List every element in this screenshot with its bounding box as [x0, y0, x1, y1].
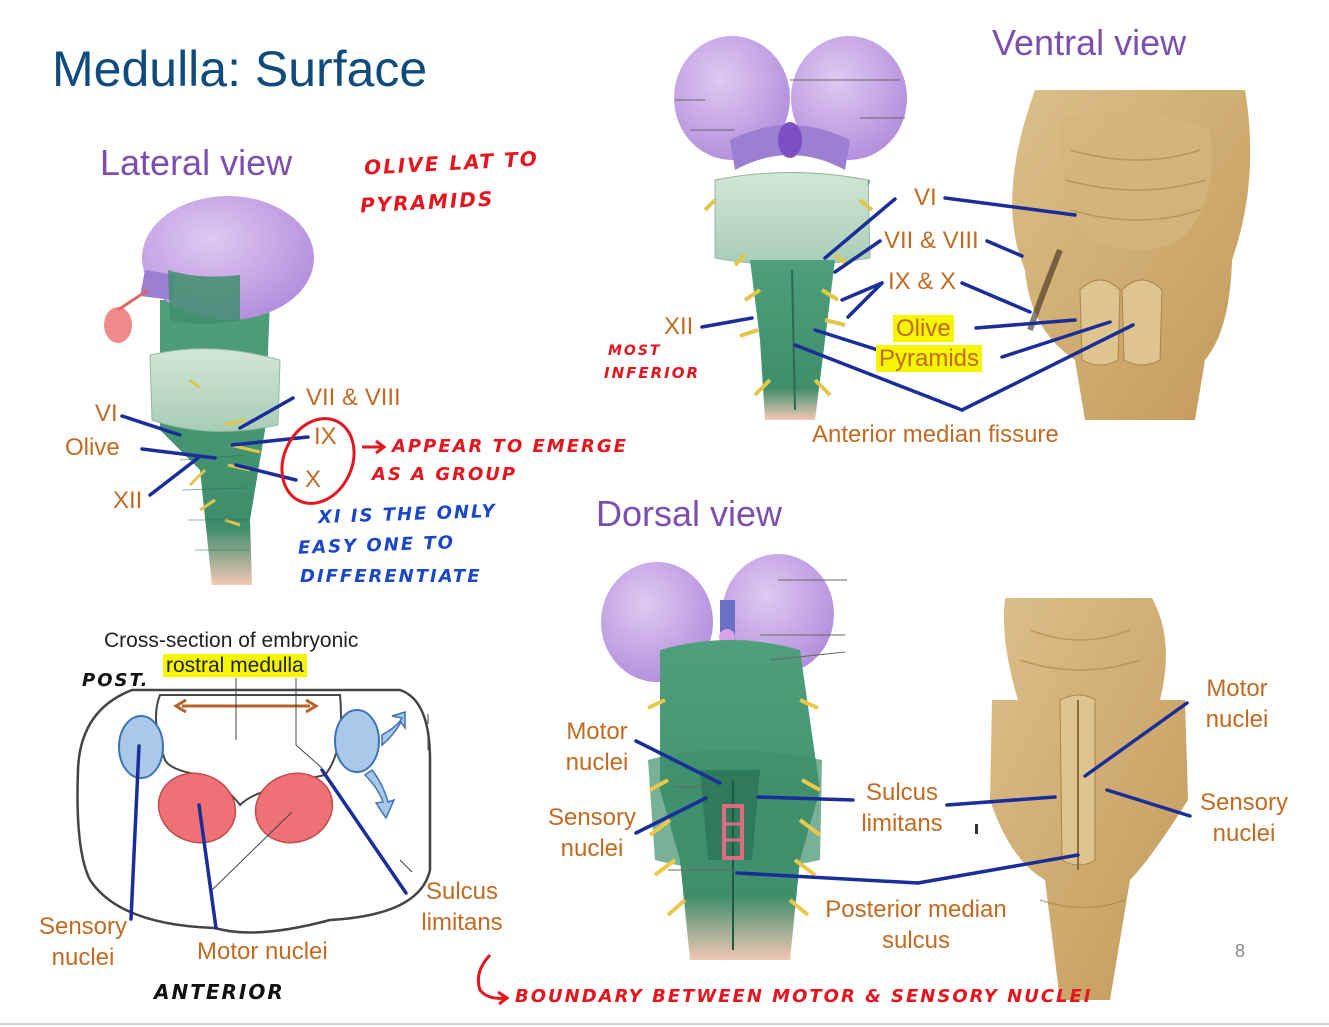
cross-label-sulcus: Sulcus limitans	[410, 876, 514, 938]
dorsal-label-motor-left: Motor nuclei	[552, 716, 642, 778]
note-group-line-2: AS A GROUP	[372, 464, 518, 485]
ventral-label-pyramids: Pyramids	[876, 345, 983, 372]
dorsal-label-sulcus: Sulcus limitans	[850, 777, 954, 839]
ventral-brainstem-illustration	[674, 36, 907, 420]
dorsal-specimen-photo	[990, 598, 1188, 1000]
dorsal-motor-left-line-1: Motor	[566, 718, 628, 745]
note-most: MOST	[608, 343, 662, 359]
note-olive-line-2: PYRAMIDS	[359, 186, 495, 218]
olive-highlight: Olive	[893, 315, 954, 342]
slide-title: Medulla: Surface	[52, 41, 428, 97]
lateral-label-xii: XII	[113, 487, 143, 514]
dorsal-sensory-left-line-1: Sensory	[547, 804, 637, 831]
cross-sulcus-line-2: limitans	[421, 909, 503, 936]
lateral-label-olive: Olive	[65, 434, 120, 461]
dorsal-sulcus-line-2: limitans	[861, 810, 943, 837]
cross-sensory-line-1: Sensory	[38, 913, 128, 940]
lateral-pointer-lines	[120, 396, 310, 497]
ventral-label-fissure: Anterior median fissure	[812, 421, 1059, 448]
group-circle-annotation	[280, 417, 356, 505]
lateral-label-vii-viii: VII & VIII	[306, 384, 401, 411]
cross-section-caption-1: Cross-section of embryonic	[104, 629, 359, 652]
cross-label-motor: Motor nuclei	[197, 938, 328, 965]
note-inferior: INFERIOR	[604, 364, 701, 382]
page-number: 8	[1235, 941, 1246, 961]
ventral-label-vii-viii: VII & VIII	[884, 227, 979, 254]
cross-section-illustration	[76, 678, 432, 934]
dorsal-motor-right-line-2: nuclei	[1205, 706, 1269, 733]
ventral-label-vi: VI	[914, 184, 937, 211]
ventral-label-olive: Olive	[893, 315, 954, 342]
pyramids-highlight: Pyramids	[876, 345, 983, 372]
caption-highlight: rostral medulla	[163, 654, 307, 677]
lateral-label-vi: VI	[95, 400, 118, 427]
group-arrow-annotation	[362, 439, 387, 455]
dorsal-sulcus-line-1: Sulcus	[865, 779, 939, 806]
cross-label-sensory: Sensory nuclei	[30, 911, 136, 973]
dorsal-view-heading: Dorsal view	[596, 493, 783, 534]
dorsal-label-sensory-left: Sensory nuclei	[540, 802, 644, 864]
ventral-specimen-photo	[1012, 90, 1251, 420]
dorsal-sensory-right-line-1: Sensory	[1199, 789, 1289, 816]
specimen-mark	[975, 824, 978, 834]
dorsal-label-motor-right: Motor nuclei	[1192, 673, 1282, 735]
dorsal-posterior-line-2: sulcus	[881, 927, 951, 954]
cross-section-caption-2: rostral medulla	[163, 654, 307, 677]
cross-sulcus-line-1: Sulcus	[425, 878, 499, 905]
dorsal-motor-left-line-2: nuclei	[565, 749, 629, 776]
dorsal-posterior-line-1: Posterior median	[825, 896, 1007, 923]
note-post: POST.	[82, 670, 150, 691]
lateral-label-ix: IX	[314, 423, 337, 450]
boundary-arrow-annotation	[476, 953, 510, 1006]
dorsal-sensory-left-line-2: nuclei	[560, 835, 624, 862]
lateral-view-heading: Lateral view	[100, 142, 293, 183]
note-boundary: BOUNDARY BETWEEN MOTOR & SENSORY NUCLEI	[515, 986, 1093, 1007]
note-xi-line-3: DIFFERENTIATE	[300, 566, 482, 587]
lateral-label-x: X	[305, 466, 322, 493]
dorsal-sensory-right-line-2: nuclei	[1212, 820, 1276, 847]
dorsal-motor-right-line-1: Motor	[1206, 675, 1268, 702]
cross-sensory-line-2: nuclei	[51, 944, 115, 971]
note-anterior: ANTERIOR	[154, 980, 285, 1004]
ventral-view-heading: Ventral view	[992, 22, 1187, 63]
ventral-label-xii: XII	[664, 313, 694, 340]
dorsal-pointer-lines	[634, 701, 1192, 885]
dorsal-brainstem-illustration	[601, 554, 847, 960]
dorsal-label-posterior: Posterior median sulcus	[808, 894, 1024, 956]
note-group-line-1: APPEAR TO EMERGE	[392, 436, 628, 457]
lateral-brainstem-illustration	[104, 196, 314, 585]
cross-section-pointer-lines	[129, 744, 408, 930]
dorsal-label-sensory-right: Sensory nuclei	[1192, 787, 1296, 849]
ventral-pointer-lines	[700, 196, 1135, 412]
ventral-label-ix-x: IX & X	[888, 268, 957, 295]
